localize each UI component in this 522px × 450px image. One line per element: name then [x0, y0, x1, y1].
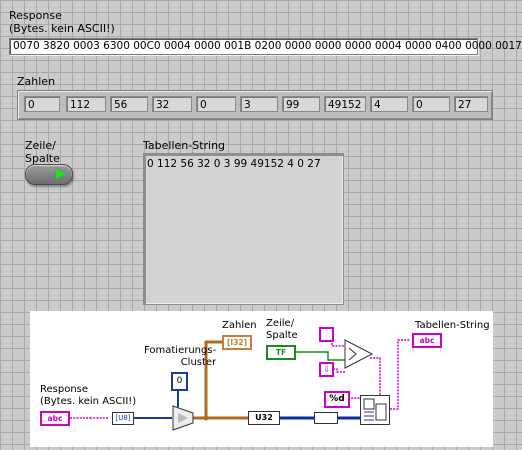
table-string-label: Tabellen-String	[143, 139, 226, 152]
tab-constant[interactable]	[319, 327, 334, 342]
toggle-label: Zeile/ Spalte	[25, 139, 60, 165]
zahlen-element: 4	[370, 96, 408, 112]
cluster-constant[interactable]: 0	[171, 372, 188, 391]
zahlen-element: 49152	[324, 96, 366, 112]
zahlen-element: 27	[454, 96, 488, 112]
string-to-byte-array-node[interactable]: [U8]	[112, 412, 134, 425]
zahlen-element: 3	[240, 96, 278, 112]
zeile-spalte-toggle[interactable]	[25, 164, 73, 185]
array-wire-node-icon	[314, 412, 338, 424]
zahlen-element: 0	[196, 96, 236, 112]
newline-constant[interactable]: ⇩	[319, 362, 334, 377]
zahlen-element: 56	[110, 96, 148, 112]
zahlen-element: 0	[412, 96, 450, 112]
response-string-control[interactable]: 0070 3820 0003 6300 00C0 0004 0000 001B …	[9, 38, 522, 55]
zahlen-element: 112	[66, 96, 106, 112]
zahlen-array-indicator: 0 112 56 32 0 3 99 49152 4 0 27	[17, 90, 493, 120]
bd-zahlen-label: Zahlen	[222, 320, 257, 331]
bd-response-terminal[interactable]: abc	[40, 411, 70, 426]
bd-table-label: Tabellen-String	[415, 320, 490, 331]
zahlen-element: 0	[24, 96, 60, 112]
array-to-spreadsheet-node[interactable]	[360, 395, 390, 425]
bd-toggle-label: Zeile/ Spalte	[266, 318, 298, 341]
zahlen-label: Zahlen	[17, 75, 56, 88]
unflatten-node-icon[interactable]	[172, 405, 194, 431]
bd-response-label: Response (Bytes. kein ASCII!)	[40, 384, 137, 407]
bd-table-terminal[interactable]: abc	[412, 333, 442, 348]
select-node-icon[interactable]	[344, 339, 374, 369]
bd-zahlen-terminal[interactable]: [I32]	[222, 335, 252, 350]
zahlen-element: 99	[282, 96, 320, 112]
format-constant[interactable]: %d	[324, 391, 350, 408]
to-u32-node[interactable]: U32	[248, 411, 280, 425]
bd-cluster-label: Fomatierungs- Cluster	[144, 345, 217, 368]
zahlen-element: 32	[152, 96, 192, 112]
spreadsheet-icon	[363, 398, 387, 421]
table-string-value: 0 112 56 32 0 3 99 49152 4 0 27	[147, 158, 321, 170]
block-diagram: Response (Bytes. kein ASCII!) abc [U8] F…	[30, 311, 493, 447]
response-label: Response (Bytes. kein ASCII!)	[9, 9, 115, 35]
bd-toggle-terminal[interactable]: TF	[266, 345, 296, 360]
table-string-indicator: 0 112 56 32 0 3 99 49152 4 0 27	[143, 153, 344, 305]
toggle-led-icon	[56, 169, 66, 179]
